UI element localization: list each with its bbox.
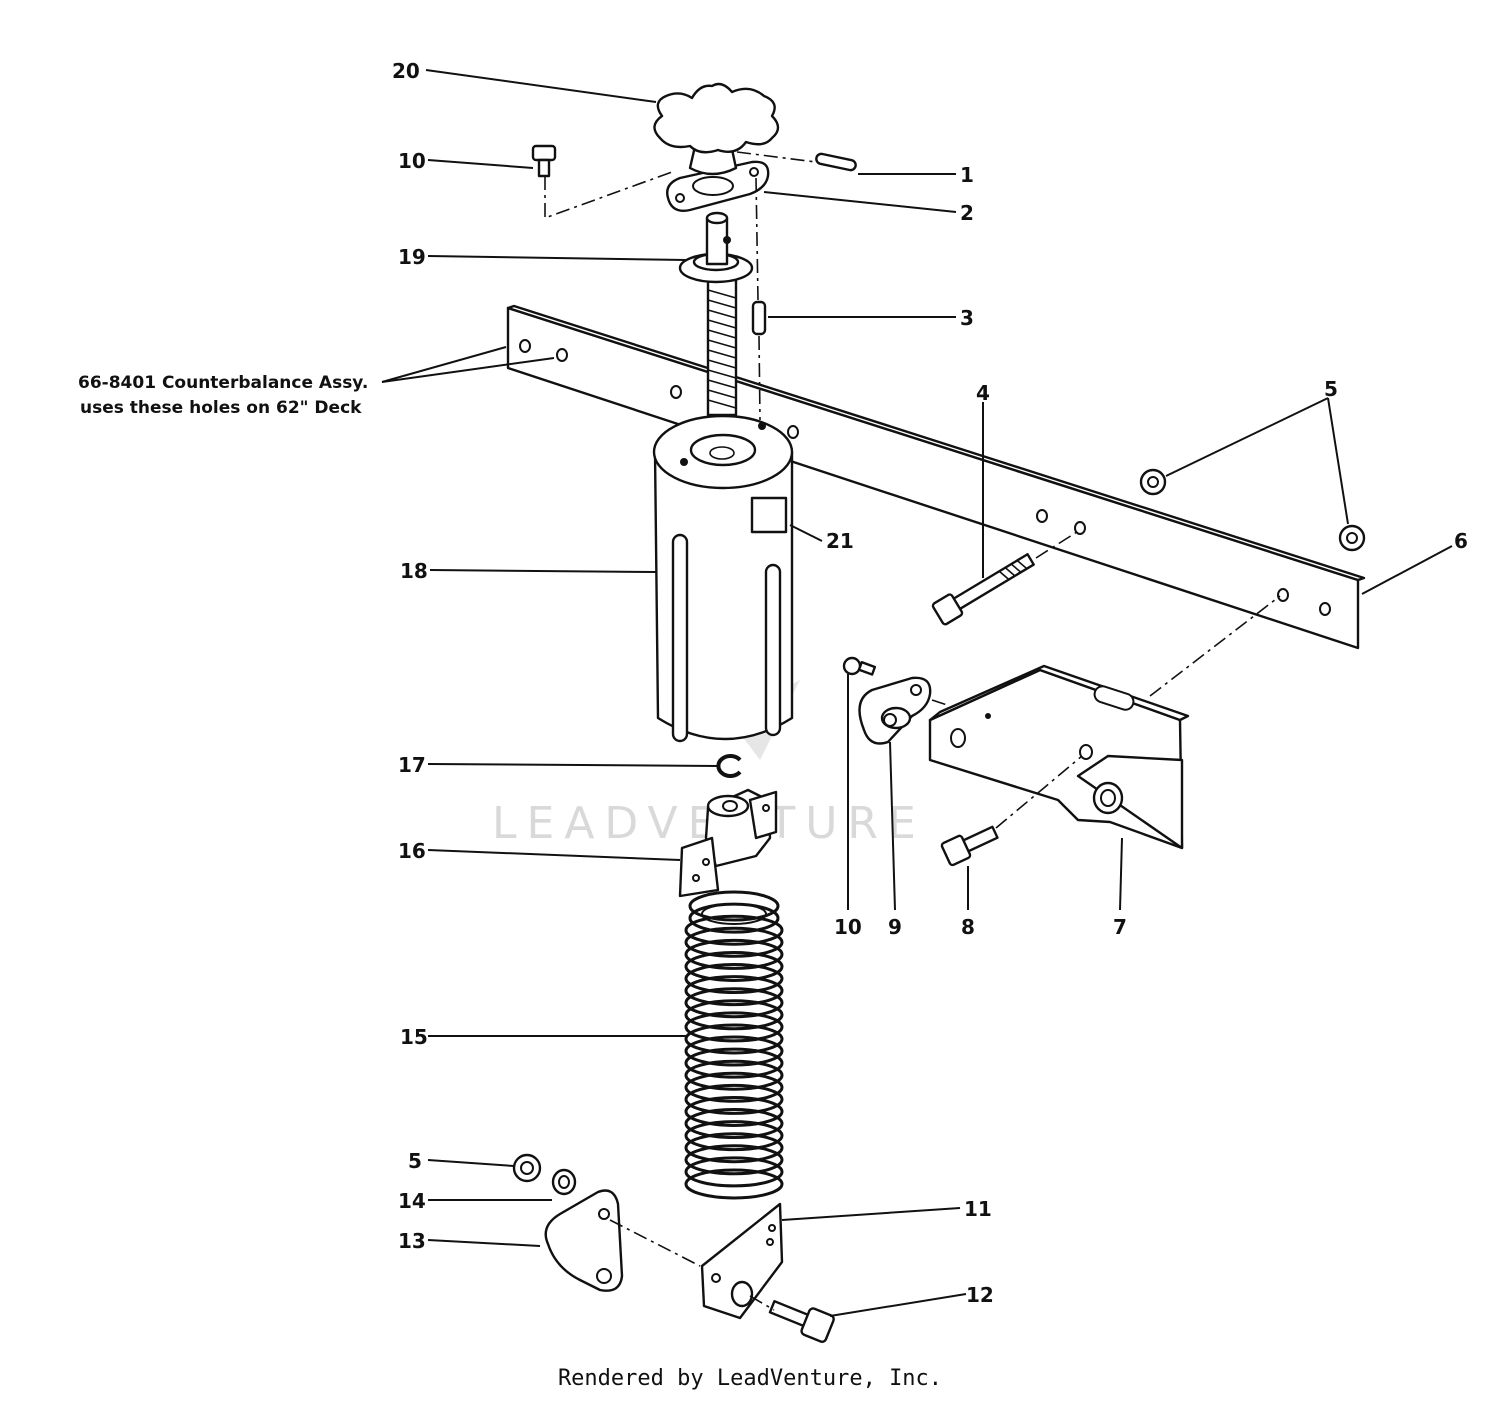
part-4-bolt	[931, 553, 1035, 626]
spring-coil	[684, 1144, 784, 1176]
callout-7: 7	[1113, 915, 1127, 939]
callout-labels: 20 10 1 2 19 3 4 5 6 21 18 17 16 10 9 8 …	[392, 59, 1468, 1307]
callout-10-lower: 10	[834, 915, 862, 939]
spring-coil	[684, 1059, 784, 1091]
callout-21: 21	[826, 529, 854, 553]
spring-coil	[684, 938, 784, 970]
leader-lines	[381, 69, 1453, 1317]
part-5-nut-lower	[512, 1153, 542, 1183]
part-5-nuts-upper	[1139, 468, 1366, 552]
callout-10-top: 10	[398, 149, 426, 173]
callout-5-upper: 5	[1324, 377, 1338, 401]
callout-12: 12	[966, 1283, 994, 1307]
spring-coil	[688, 890, 780, 922]
part-15-spring	[684, 890, 784, 1200]
part-19-adjuster-rod	[678, 211, 754, 417]
spring-coil	[684, 1023, 784, 1055]
part-9-plate	[858, 676, 932, 745]
callout-17: 17	[398, 753, 426, 777]
part-3-pin	[751, 300, 767, 336]
part-1-roll-pin	[815, 152, 857, 172]
spring-coil	[684, 1083, 784, 1115]
spring-coil	[684, 1095, 784, 1127]
spring-coil	[684, 987, 784, 1019]
callout-4: 4	[976, 381, 990, 405]
part-10-screw-lower	[842, 656, 877, 676]
callout-9: 9	[888, 915, 902, 939]
part-20-knob	[653, 82, 780, 176]
spring-coil	[684, 914, 784, 946]
note-line-2: uses these holes on 62" Deck	[80, 398, 362, 418]
note-line-1: 66-8401 Counterbalance Assy.	[78, 373, 368, 393]
part-17-e-clip	[716, 754, 742, 778]
spring-coil	[684, 1108, 784, 1140]
part-12-bolt	[768, 1299, 835, 1343]
callout-8: 8	[961, 915, 975, 939]
spring-coil	[684, 1168, 784, 1200]
part-11-lower-bracket	[700, 1202, 784, 1320]
callout-16: 16	[398, 839, 426, 863]
callout-18: 18	[400, 559, 428, 583]
part-10-screw-top	[531, 144, 557, 178]
alignment-lines	[544, 151, 1281, 1311]
spring-inner-coil	[701, 903, 767, 925]
callout-5-lower: 5	[408, 1149, 422, 1173]
callout-1: 1	[960, 163, 974, 187]
callout-2: 2	[960, 201, 974, 225]
callout-14: 14	[398, 1189, 426, 1213]
callout-15: 15	[400, 1025, 428, 1049]
callout-6: 6	[1454, 529, 1468, 553]
callout-3: 3	[960, 306, 974, 330]
spring-coil	[684, 975, 784, 1007]
part-14-washer	[551, 1168, 577, 1196]
spring-coil	[684, 963, 784, 995]
spring-coil	[684, 1047, 784, 1079]
part-2-plate	[666, 160, 770, 212]
part-13-plate	[544, 1189, 624, 1292]
spring-coil	[684, 1071, 784, 1103]
spring-coil	[684, 1156, 784, 1188]
footer-credit: Rendered by LeadVenture, Inc.	[557, 1366, 943, 1391]
callout-11: 11	[964, 1197, 992, 1221]
part-18-housing	[652, 414, 794, 743]
callout-20: 20	[392, 59, 420, 83]
spring-coil	[684, 950, 784, 982]
spring-coil	[684, 1120, 784, 1152]
callout-13: 13	[398, 1229, 426, 1253]
spring-coil	[684, 1035, 784, 1067]
part-8-bolt	[940, 825, 999, 867]
spring-coil	[684, 1011, 784, 1043]
spring-coil	[684, 999, 784, 1031]
spring-coil	[684, 1132, 784, 1164]
part-6-bar	[506, 304, 1366, 650]
counterbalance-note: 66-8401 Counterbalance Assy. uses these …	[78, 373, 368, 418]
part-16-spring-bracket	[678, 788, 778, 898]
part-7-bracket	[928, 664, 1190, 850]
callout-19: 19	[398, 245, 426, 269]
spring-coil	[684, 926, 784, 958]
